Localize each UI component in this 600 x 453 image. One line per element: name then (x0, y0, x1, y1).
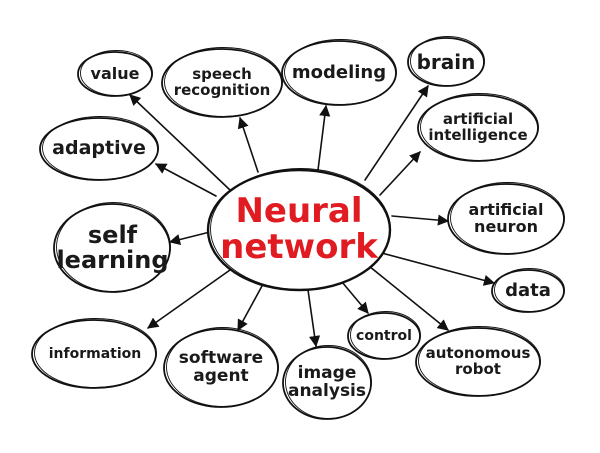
node-value-sketch-stroke (80, 50, 153, 96)
connector-arrow-speech-recognition (237, 116, 259, 173)
node-image-analysis-sketch-stroke (285, 345, 372, 419)
center-topic-label: Neural network (220, 191, 378, 267)
node-bubble-information (31, 319, 157, 389)
center-topic-sketch-stroke (210, 168, 391, 290)
connector-arrow-control (341, 281, 369, 314)
node-bubble-image-analysis (282, 346, 372, 420)
node-label-artificial-neuron: artificial neuron (468, 200, 544, 236)
center-topic-bubble (206, 168, 392, 292)
node-data-sketch-stroke (494, 268, 565, 312)
node-bubble-brain (407, 37, 485, 87)
node-label-value: value (90, 63, 140, 83)
node-autonomous-robot-sketch-stroke (418, 326, 541, 396)
node-bubble-speech-recognition (161, 48, 283, 118)
node-bubble-autonomous-robot (415, 327, 541, 397)
connector-arrow-brain (364, 85, 429, 181)
node-bubble-artificial-intelligence (417, 94, 539, 162)
connector-arrow-artificial-neuron (391, 214, 450, 226)
connector-arrow-modeling (317, 104, 331, 171)
connector-arrow-data (377, 251, 496, 286)
connector-arrow-autonomous-robot (363, 261, 449, 331)
node-bubble-data (491, 269, 565, 313)
node-information-sketch-stroke (34, 318, 157, 388)
connector-arrow-self-learning (168, 231, 211, 245)
node-control-sketch-stroke (350, 311, 421, 359)
node-label-control: control (356, 327, 412, 344)
connector-arrow-adaptive (155, 163, 217, 197)
node-label-software-agent: software agent (178, 348, 264, 386)
connector-arrow-software-agent (237, 285, 263, 331)
node-brain-sketch-stroke (410, 36, 485, 86)
node-label-adaptive: adaptive (52, 137, 146, 160)
node-artificial-neuron-sketch-stroke (450, 182, 565, 254)
node-label-information: information (48, 345, 142, 362)
connector-arrow-information (147, 269, 231, 329)
node-bubble-software-agent (163, 328, 279, 408)
node-bubble-artificial-neuron (447, 183, 565, 255)
connector-arrow-image-analysis (307, 289, 321, 348)
node-label-artificial-intelligence: artificial intelligence (428, 110, 528, 144)
connector-arrow-value (129, 94, 231, 191)
node-modeling-sketch-stroke (284, 39, 397, 105)
node-label-self-learning: self learning (56, 220, 169, 274)
node-label-speech-recognition: speech recognition (173, 65, 271, 99)
node-adaptive-sketch-stroke (42, 116, 159, 180)
node-self-learning-sketch-stroke (56, 202, 171, 292)
node-label-data: data (505, 279, 551, 301)
node-bubble-value (77, 51, 153, 97)
node-bubble-self-learning (53, 203, 171, 293)
connector-arrow-artificial-intelligence (379, 151, 421, 196)
node-label-modeling: modeling (291, 61, 387, 83)
node-bubble-modeling (281, 40, 397, 106)
node-label-image-analysis: image analysis (287, 363, 367, 401)
node-label-autonomous-robot: autonomous robot (425, 344, 531, 378)
node-speech-recognition-sketch-stroke (164, 47, 283, 117)
node-software-agent-sketch-stroke (166, 327, 279, 407)
node-artificial-intelligence-sketch-stroke (420, 93, 539, 161)
node-label-brain: brain (416, 49, 476, 74)
node-bubble-adaptive (39, 117, 159, 181)
node-bubble-control (347, 312, 421, 360)
